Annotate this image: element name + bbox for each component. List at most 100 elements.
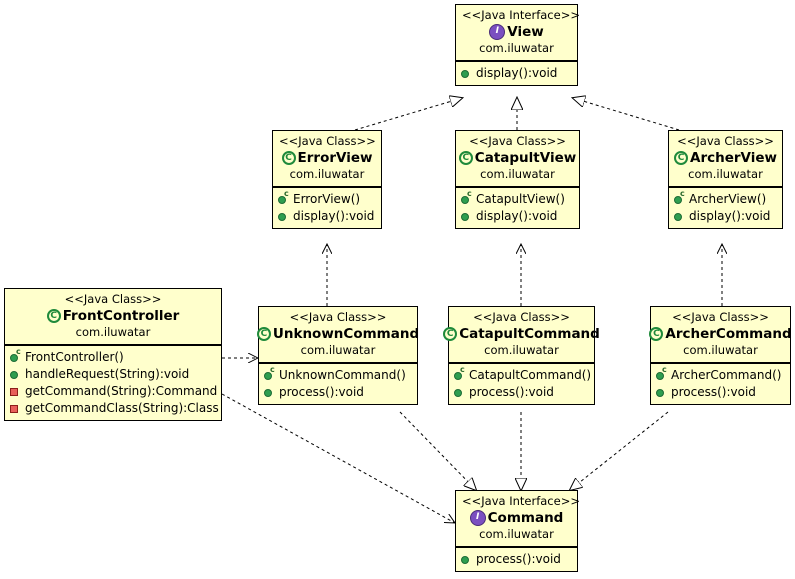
- catapultview-title: C CatapultView: [458, 149, 577, 167]
- class-icon: C: [281, 151, 296, 165]
- class-box-catapultview[interactable]: <<Java Class>> C CatapultView com.iluwat…: [455, 130, 580, 229]
- frontcontroller-stereotype: <<Java Class>>: [64, 292, 162, 306]
- member-row[interactable]: display():void: [673, 208, 779, 225]
- public-member-icon: [277, 209, 290, 224]
- errorview-package: com.iluwatar: [289, 167, 365, 181]
- public-member-icon: [263, 385, 276, 400]
- class-box-catapultcommand[interactable]: <<Java Class>> C CatapultCommand com.ilu…: [443, 306, 600, 405]
- constructor-icon: c: [9, 348, 22, 365]
- archercommand-members: c ArcherCommand() process():void: [651, 363, 790, 404]
- member-label: getCommandClass(String):Class: [25, 401, 219, 415]
- edge-errorview-realizes-view: [354, 98, 462, 131]
- view-title: I View: [462, 23, 571, 41]
- class-box-errorview[interactable]: <<Java Class>> C ErrorView com.iluwatar …: [272, 130, 382, 229]
- member-label: UnknownCommand(): [279, 368, 406, 382]
- archerview-package: com.iluwatar: [688, 167, 763, 181]
- unknowncommand-stereotype: <<Java Class>>: [289, 310, 387, 324]
- class-box-view[interactable]: <<Java Interface>> I View com.iluwatar d…: [455, 4, 580, 86]
- constructor-icon: c: [263, 366, 276, 383]
- edge-unknowncommand-realizes-command: [399, 411, 476, 490]
- catapultview-members: c CatapultView() display():void: [456, 187, 579, 228]
- catapultview-name: CatapultView: [474, 150, 577, 166]
- private-member-icon: [9, 401, 22, 416]
- member-row[interactable]: display():void: [460, 208, 576, 225]
- errorview-name: ErrorView: [297, 150, 373, 166]
- constructor-icon: c: [673, 190, 686, 207]
- catapultview-header: <<Java Class>> C CatapultView com.iluwat…: [456, 131, 579, 187]
- member-label: ArcherCommand(): [671, 368, 782, 382]
- member-row[interactable]: handleRequest(String):void: [9, 366, 218, 383]
- member-label: ErrorView(): [293, 192, 361, 206]
- view-header: <<Java Interface>> I View com.iluwatar: [456, 5, 580, 61]
- member-row[interactable]: getCommand(String):Command: [9, 383, 218, 400]
- archercommand-package: com.iluwatar: [683, 343, 758, 357]
- member-label: ArcherView(): [689, 192, 767, 206]
- interface-icon: I: [469, 510, 486, 526]
- member-label: getCommand(String):Command: [25, 384, 218, 398]
- member-label: FrontController(): [25, 350, 124, 364]
- member-row[interactable]: c CatapultCommand(): [453, 366, 591, 384]
- member-row[interactable]: process():void: [655, 384, 787, 401]
- member-row[interactable]: getCommandClass(String):Class: [9, 400, 219, 417]
- archercommand-header: <<Java Class>> C ArcherCommand com.iluwa…: [649, 307, 792, 363]
- archerview-name: ArcherView: [690, 150, 777, 166]
- catapultcommand-title: C CatapultCommand: [443, 325, 600, 343]
- member-row[interactable]: c ArcherCommand(): [655, 366, 787, 384]
- interface-icon: I: [489, 24, 506, 40]
- archerview-header: <<Java Class>> C ArcherView com.iluwatar: [669, 131, 782, 187]
- class-box-unknowncommand[interactable]: <<Java Class>> C UnknownCommand com.iluw…: [256, 306, 419, 405]
- view-members: display():void: [456, 61, 577, 85]
- public-member-icon: [460, 552, 473, 567]
- unknowncommand-package: com.iluwatar: [300, 343, 376, 357]
- member-label: display():void: [476, 66, 558, 80]
- archercommand-title: C ArcherCommand: [649, 325, 792, 343]
- view-name: View: [507, 24, 544, 40]
- frontcontroller-members: c FrontController() handleRequest(String…: [5, 345, 221, 420]
- constructor-icon: c: [460, 190, 473, 207]
- class-icon: C: [443, 327, 458, 341]
- class-box-command[interactable]: <<Java Interface>> I Command com.iluwata…: [455, 490, 580, 572]
- errorview-stereotype: <<Java Class>>: [279, 134, 376, 148]
- catapultcommand-package: com.iluwatar: [484, 343, 559, 357]
- archerview-members: c ArcherView() display():void: [669, 187, 782, 228]
- class-icon: C: [674, 151, 688, 165]
- catapultcommand-members: c CatapultCommand() process():void: [449, 363, 594, 404]
- unknowncommand-title: C UnknownCommand: [256, 325, 419, 343]
- member-row[interactable]: display():void: [460, 65, 574, 82]
- command-title: I Command: [462, 509, 571, 527]
- class-box-frontcontroller[interactable]: <<Java Class>> C FrontController com.ilu…: [4, 288, 222, 421]
- member-row[interactable]: process():void: [460, 551, 574, 568]
- archercommand-stereotype: <<Java Class>>: [672, 310, 769, 324]
- member-row[interactable]: process():void: [453, 384, 591, 401]
- member-row[interactable]: display():void: [277, 208, 378, 225]
- member-row[interactable]: c CatapultView(): [460, 190, 576, 208]
- member-row[interactable]: c UnknownCommand(): [263, 366, 414, 384]
- class-icon: C: [46, 309, 61, 323]
- archerview-title: C ArcherView: [674, 149, 777, 167]
- frontcontroller-header: <<Java Class>> C FrontController com.ilu…: [5, 289, 221, 345]
- view-stereotype: <<Java Interface>>: [462, 8, 580, 22]
- catapultcommand-name: CatapultCommand: [459, 326, 600, 342]
- public-member-icon: [673, 209, 686, 224]
- frontcontroller-package: com.iluwatar: [75, 325, 151, 339]
- frontcontroller-name: FrontController: [62, 308, 180, 324]
- member-label: handleRequest(String):void: [25, 367, 190, 381]
- command-name: Command: [487, 510, 564, 526]
- member-row[interactable]: c FrontController(): [9, 348, 218, 366]
- member-label: display():void: [293, 209, 375, 223]
- public-member-icon: [460, 66, 473, 81]
- unknowncommand-header: <<Java Class>> C UnknownCommand com.iluw…: [256, 307, 419, 363]
- class-box-archerview[interactable]: <<Java Class>> C ArcherView com.iluwatar…: [668, 130, 783, 229]
- public-member-icon: [655, 385, 668, 400]
- member-row[interactable]: c ArcherView(): [673, 190, 779, 208]
- class-box-archercommand[interactable]: <<Java Class>> C ArcherCommand com.iluwa…: [649, 306, 792, 405]
- member-row[interactable]: c ErrorView(): [277, 190, 378, 208]
- member-label: process():void: [476, 552, 561, 566]
- member-row[interactable]: process():void: [263, 384, 414, 401]
- member-label: process():void: [671, 385, 756, 399]
- public-member-icon: [453, 385, 466, 400]
- member-label: CatapultView(): [476, 192, 565, 206]
- public-member-icon: [9, 367, 22, 382]
- member-label: display():void: [689, 209, 771, 223]
